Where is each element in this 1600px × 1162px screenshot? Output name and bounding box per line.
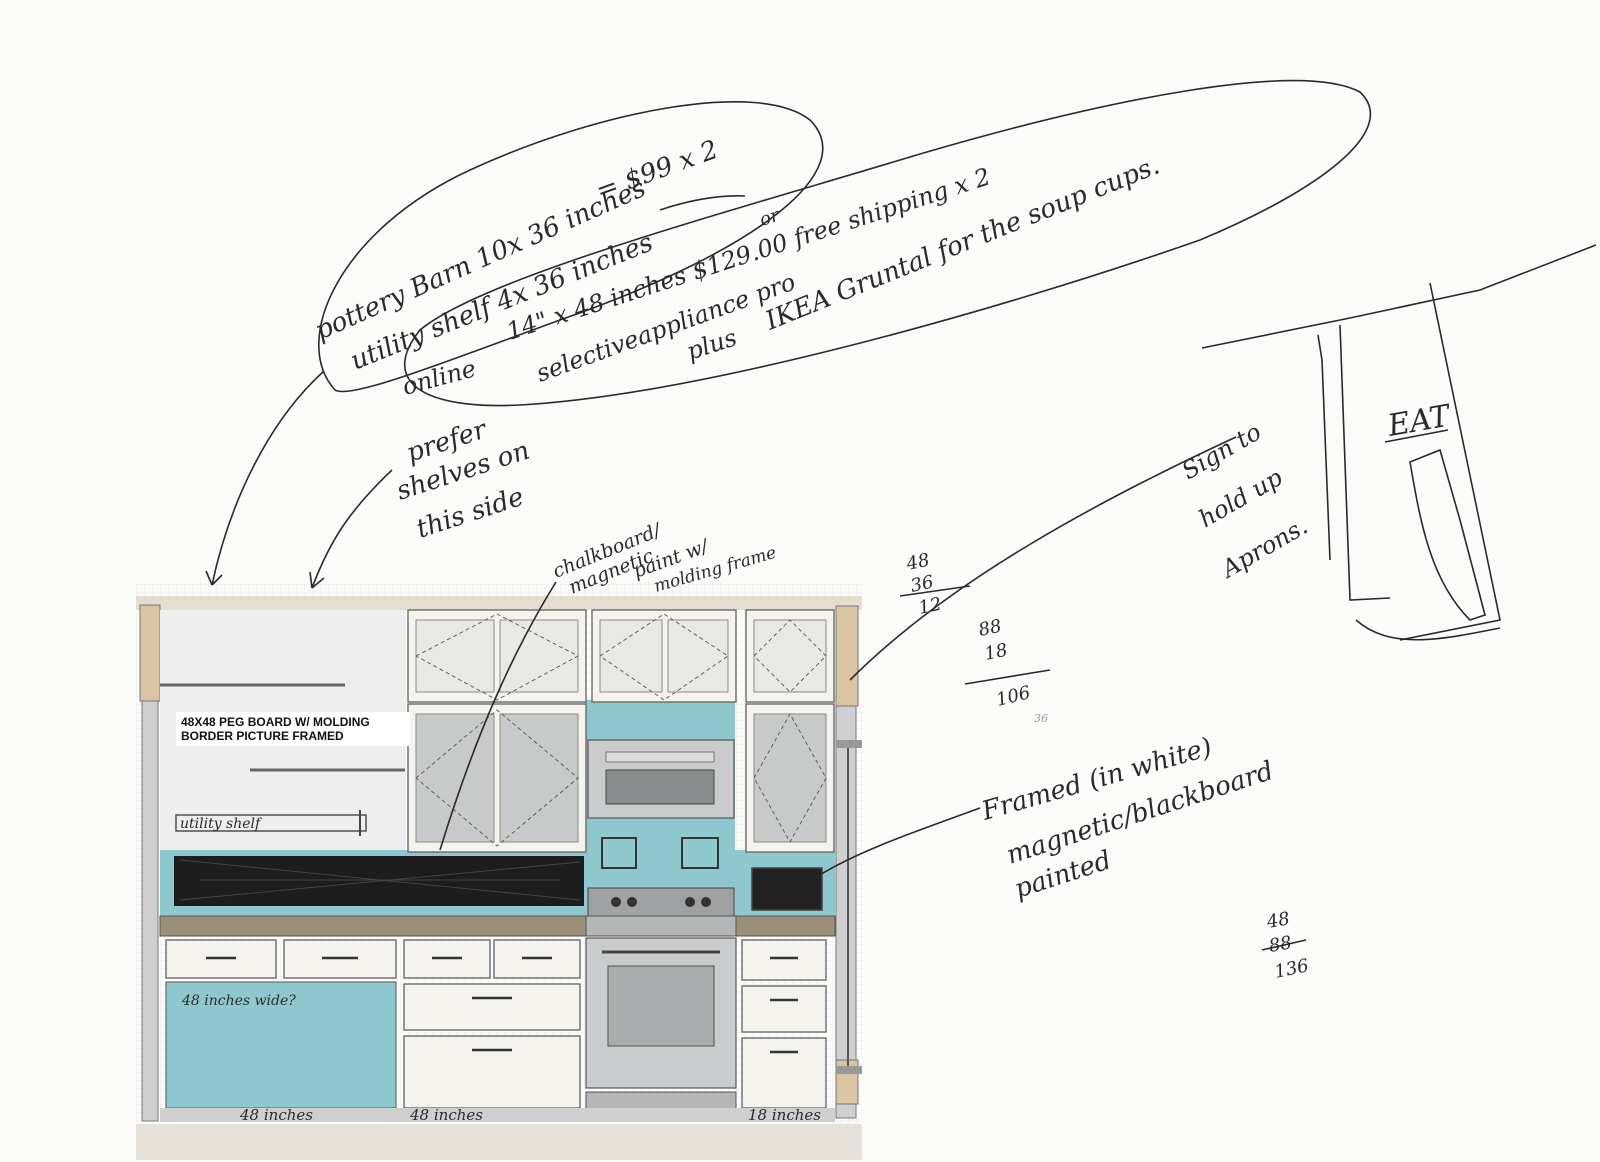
ink-strokes <box>205 79 1597 951</box>
eat-arrow-shape <box>1409 448 1486 621</box>
calc2-b: 18 <box>983 640 1010 665</box>
calc3-b: 88 <box>1267 932 1293 957</box>
calc1-b: 36 <box>909 572 936 597</box>
oval-online <box>403 79 1372 407</box>
calc3-a: 48 <box>1264 908 1291 933</box>
pointer-framed <box>817 807 981 877</box>
dim-left: 48 inches <box>239 1106 313 1124</box>
pointer-sign <box>849 436 1237 681</box>
calc1-c: 12 <box>917 594 944 619</box>
note-sign-3: Aprons. <box>1215 512 1312 584</box>
arrow-prefer <box>311 469 393 589</box>
note-48-wide: 48 inches wide? <box>181 993 296 1009</box>
calc2-c: 106 <box>994 682 1032 711</box>
calc2-a: 88 <box>977 616 1004 641</box>
calc2-d: 36 <box>1034 712 1048 725</box>
kitchen-elevation <box>136 596 862 1160</box>
oval-pottery-barn <box>318 101 824 393</box>
calc1-a: 48 <box>904 550 932 576</box>
pointer-chalkboard <box>439 581 557 851</box>
pegboard-label: 48X48 PEG BOARD W/ MOLDING BORDER PICTUR… <box>176 712 410 746</box>
calc3-c: 136 <box>1273 955 1311 983</box>
eat-perspective-line <box>1201 244 1597 349</box>
dim-center: 48 inches <box>409 1106 483 1124</box>
note-online: online <box>399 354 479 400</box>
arrow-to-left-wall <box>211 371 324 586</box>
note-price: = $99 x 2 <box>592 135 722 207</box>
note-utility-shelf-small: utility shelf <box>180 816 263 832</box>
note-eat: EAT <box>1384 398 1454 444</box>
dim-right: 18 inches <box>748 1106 821 1124</box>
note-or: or <box>757 204 783 230</box>
